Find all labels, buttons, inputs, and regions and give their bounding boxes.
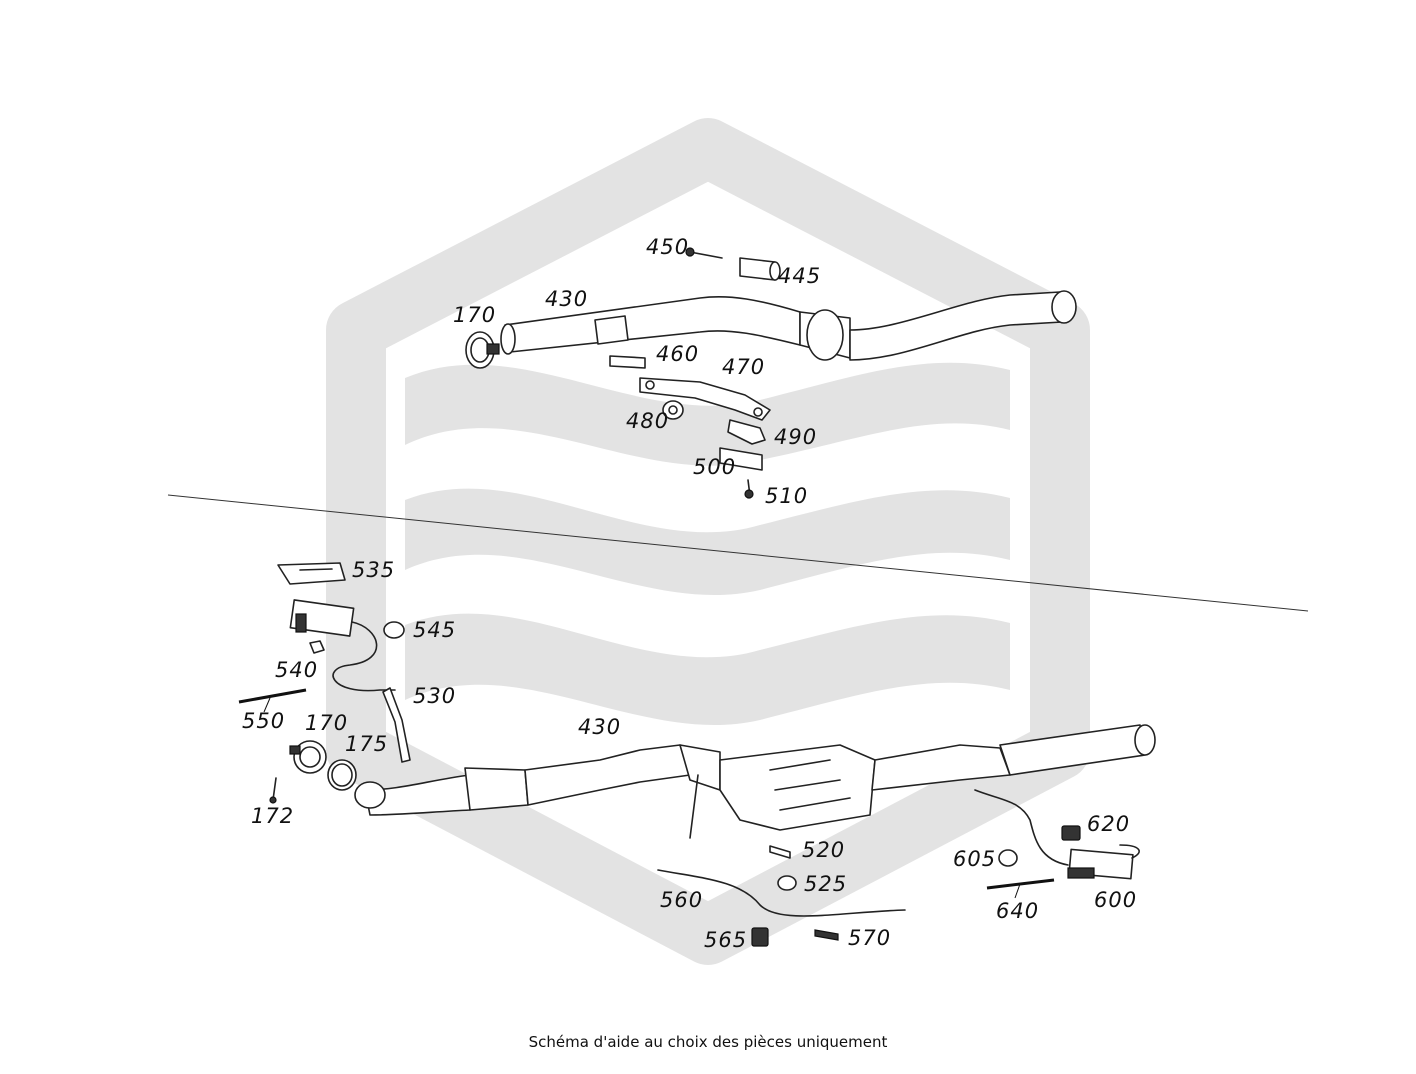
part-labels: 450 445 430 170 460 470 480 490 500 510 …: [242, 235, 1137, 952]
label-560: 560: [660, 888, 703, 912]
label-540: 540: [275, 658, 318, 682]
label-545: 545: [413, 618, 456, 642]
label-450: 450: [646, 235, 689, 259]
label-565: 565: [704, 928, 747, 952]
sleeve-445: [739, 257, 781, 281]
label-460: 460: [656, 342, 699, 366]
rubber-480: [662, 400, 684, 420]
label-170-top: 170: [453, 303, 496, 327]
diagram-caption: Schéma d'aide au choix des pièces unique…: [528, 1033, 888, 1051]
connector-565: [751, 927, 769, 947]
nut-605: [998, 849, 1018, 867]
clip-570: [814, 929, 839, 941]
upper-exhaust-pipe: [500, 290, 1077, 361]
label-500: 500: [693, 455, 736, 479]
section-divider: [167, 494, 1309, 612]
nut-540: [309, 640, 325, 654]
hanger-470: [639, 377, 771, 421]
label-510: 510: [765, 484, 808, 508]
label-430-bottom: 430: [578, 715, 621, 739]
sensor-line-560: [657, 774, 906, 917]
watermark-logo-icon: [326, 118, 1090, 965]
cable-tie-550: [238, 688, 307, 713]
label-600: 600: [1094, 888, 1137, 912]
label-172: 172: [251, 804, 294, 828]
sensor-600: [974, 789, 1140, 880]
stud-172: [269, 777, 277, 804]
label-470: 470: [722, 355, 765, 379]
label-535: 535: [352, 558, 395, 582]
bracket-535: [277, 562, 346, 585]
plate-500: [719, 447, 763, 471]
sensor-module-530: [289, 599, 411, 763]
clamp-170-top: [465, 331, 500, 369]
clip-545: [383, 621, 405, 639]
label-640: 640: [996, 899, 1039, 923]
clamp-170-bottom: [289, 740, 327, 774]
label-445: 445: [778, 264, 821, 288]
label-530: 530: [413, 684, 456, 708]
label-430-top: 430: [545, 287, 588, 311]
label-480: 480: [626, 409, 669, 433]
hanger-490: [727, 419, 766, 445]
label-620: 620: [1087, 812, 1130, 836]
label-520: 520: [802, 838, 845, 862]
label-550: 550: [242, 709, 285, 733]
lower-exhaust-pipe: [354, 724, 1156, 831]
connector-620: [1061, 825, 1081, 841]
bolt-520: [769, 845, 791, 859]
label-570: 570: [848, 926, 891, 950]
label-490: 490: [774, 425, 817, 449]
label-175: 175: [345, 732, 388, 756]
bracket-460: [609, 355, 646, 369]
cable-tie-640: [986, 878, 1055, 899]
label-170-bottom: 170: [305, 711, 348, 735]
label-605: 605: [953, 847, 996, 871]
nut-525: [777, 875, 797, 891]
bolt-450: [685, 247, 723, 259]
label-525: 525: [804, 872, 847, 896]
gasket-175: [327, 759, 357, 791]
bolt-510: [744, 479, 754, 499]
